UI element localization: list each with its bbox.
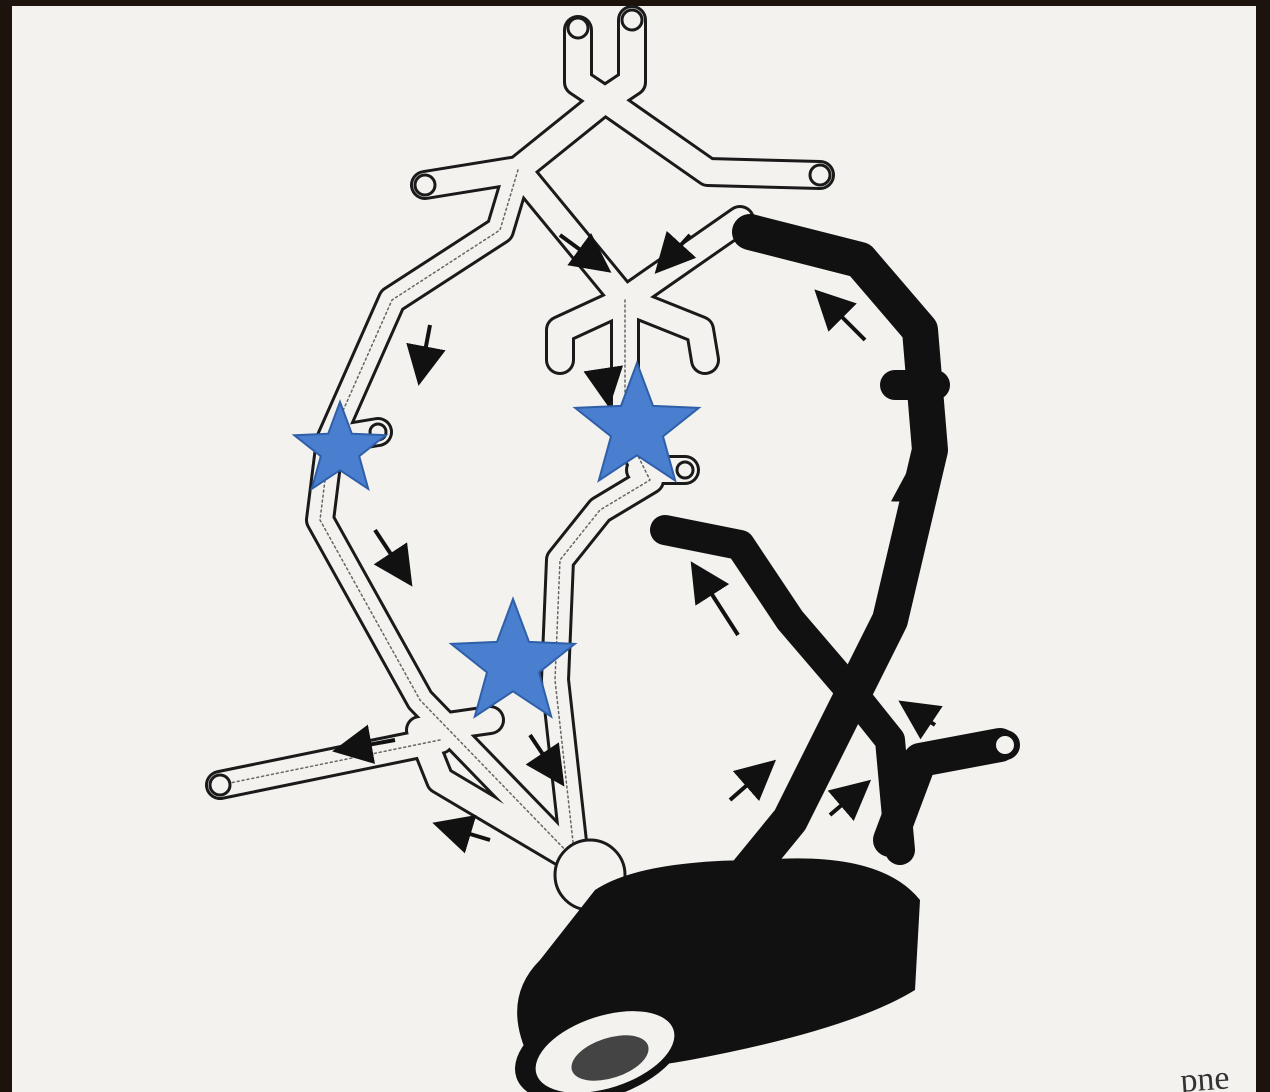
light-vessel-system [210,10,830,910]
page-edge-text: pne [1179,1057,1261,1092]
